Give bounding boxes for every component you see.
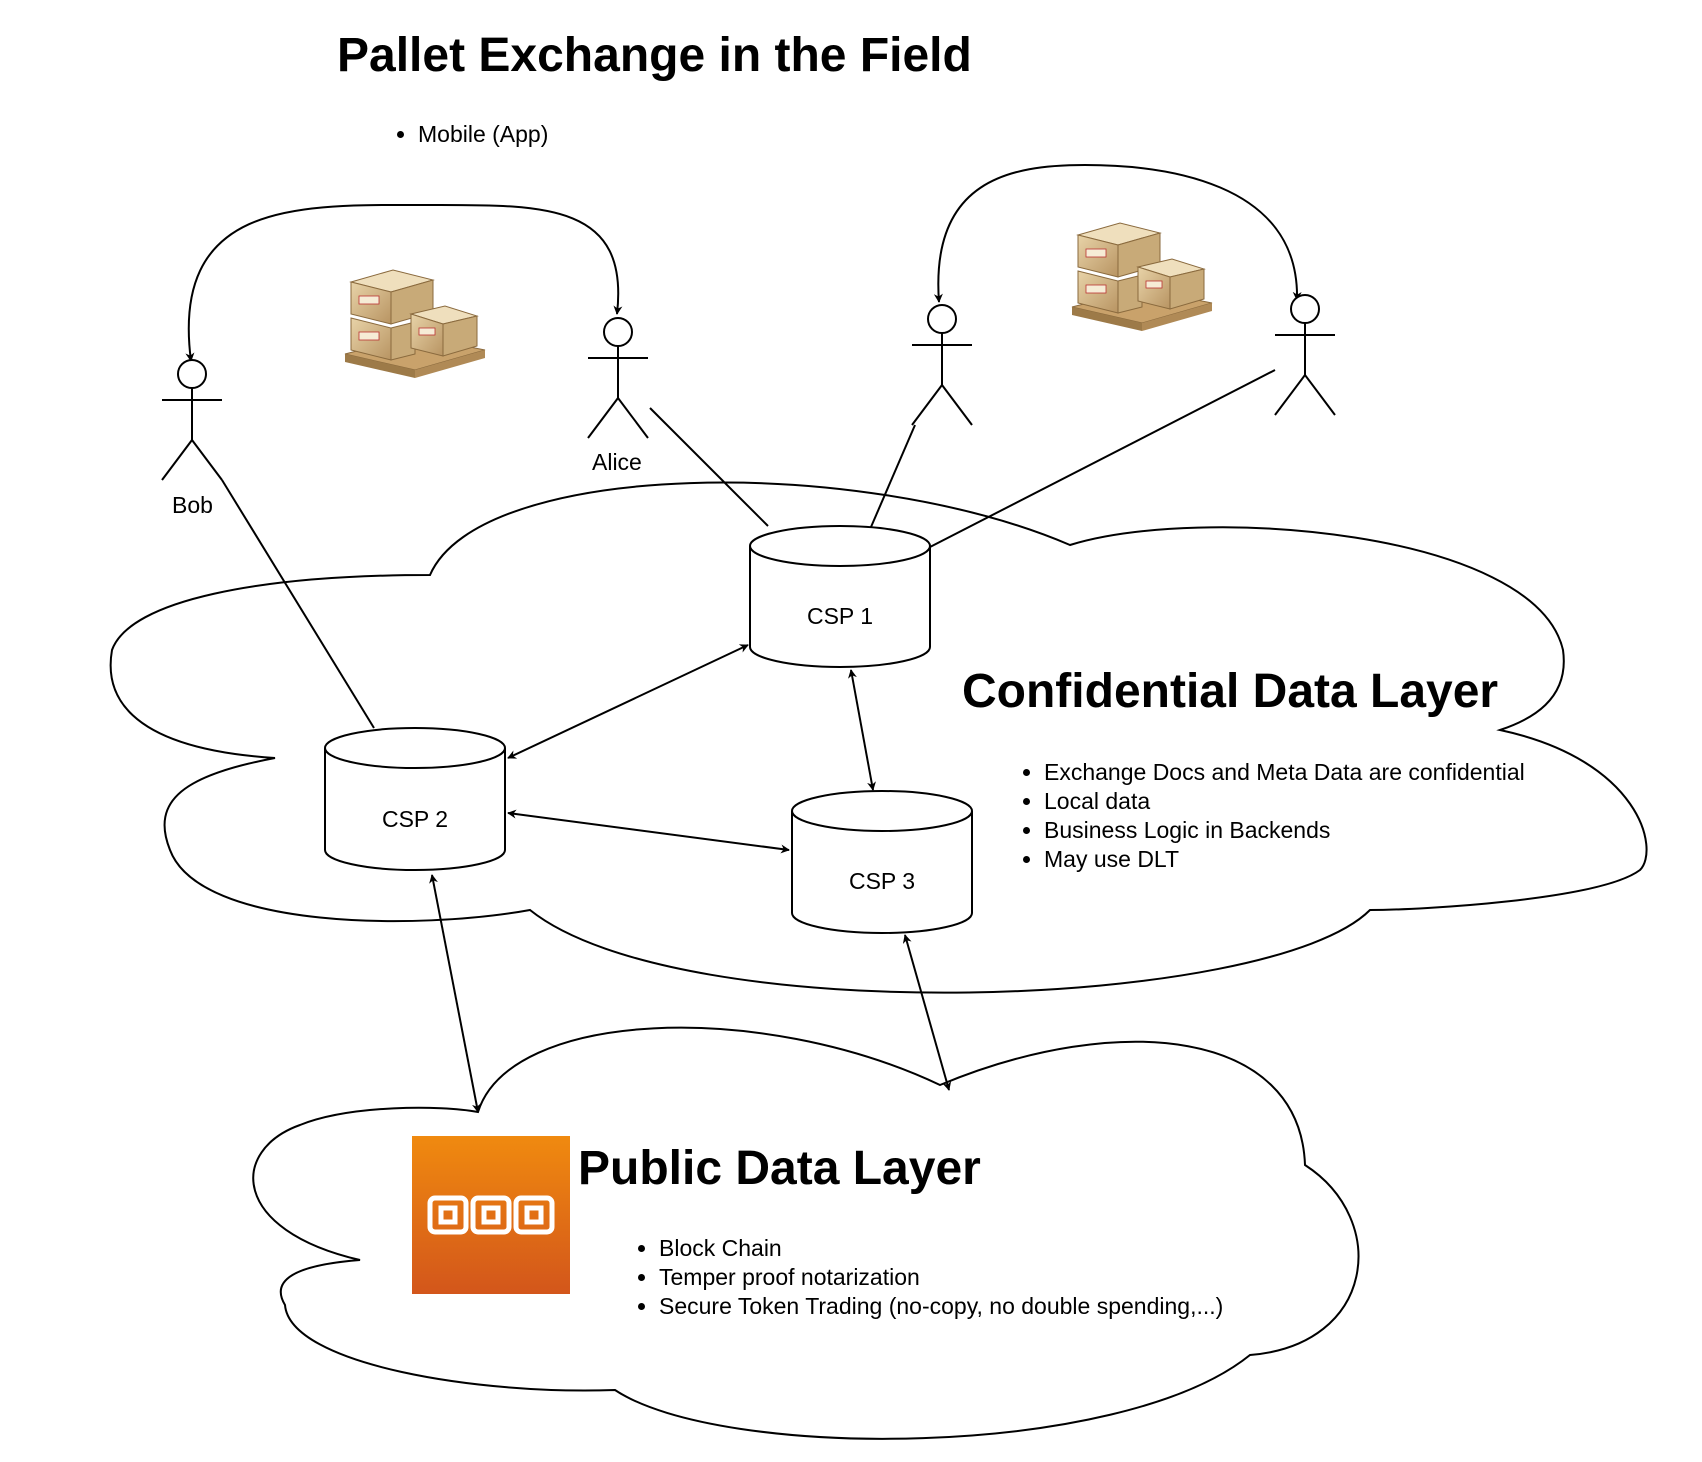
actor-4: [1274, 294, 1336, 416]
public-cloud: [252, 1026, 1360, 1440]
mobile-bullets: Mobile (App): [392, 120, 548, 149]
csp3-database: [791, 790, 973, 934]
arrow-csp1-csp3: [848, 669, 876, 791]
bullet-item: Local data: [1044, 787, 1525, 816]
pallet-boxes-icon: [344, 269, 486, 379]
arrow-csp2-csp3: [507, 809, 790, 854]
actor-bob-label: Bob: [172, 492, 213, 518]
pallet-boxes-icon: [1071, 222, 1213, 332]
blockchain-chain-icon: [412, 1136, 570, 1294]
link-actor3-csp1: [870, 424, 916, 528]
arrow-csp2-public: [429, 874, 481, 1113]
csp1-label: CSP 1: [806, 603, 874, 629]
bullet-item: Block Chain: [659, 1234, 1223, 1263]
link-bob-csp2: [221, 479, 375, 729]
confidential-cloud: [109, 481, 1648, 994]
page-title: Pallet Exchange in the Field: [337, 29, 972, 82]
bullet-item: May use DLT: [1044, 845, 1525, 874]
actor-bob: [161, 359, 223, 481]
arrow-csp3-public: [902, 934, 952, 1091]
confidential-layer-bullets: Exchange Docs and Meta Data are confiden…: [1018, 758, 1525, 874]
exchange-arrow-bob-alice: [185, 203, 623, 362]
actor-alice: [587, 317, 649, 439]
public-layer-bullets: Block Chain Temper proof notarization Se…: [633, 1234, 1223, 1321]
csp1-database: [749, 525, 931, 668]
bullet-item: Secure Token Trading (no-copy, no double…: [659, 1292, 1223, 1321]
public-layer-title: Public Data Layer: [578, 1142, 981, 1195]
actor-alice-label: Alice: [592, 449, 642, 475]
bullet-item: Business Logic in Backends: [1044, 816, 1525, 845]
bullet-item: Mobile (App): [418, 120, 548, 149]
csp2-database: [324, 727, 506, 871]
actor-3: [911, 304, 973, 426]
csp3-label: CSP 3: [848, 868, 916, 894]
confidential-layer-title: Confidential Data Layer: [962, 665, 1499, 718]
link-alice-csp1: [649, 407, 769, 527]
bullet-item: Temper proof notarization: [659, 1263, 1223, 1292]
exchange-arrow-actor3-actor4: [933, 163, 1302, 303]
arrow-csp1-csp2: [507, 644, 749, 759]
csp2-label: CSP 2: [381, 806, 449, 832]
link-actor4-csp1: [929, 369, 1276, 548]
bullet-item: Exchange Docs and Meta Data are confiden…: [1044, 758, 1525, 787]
